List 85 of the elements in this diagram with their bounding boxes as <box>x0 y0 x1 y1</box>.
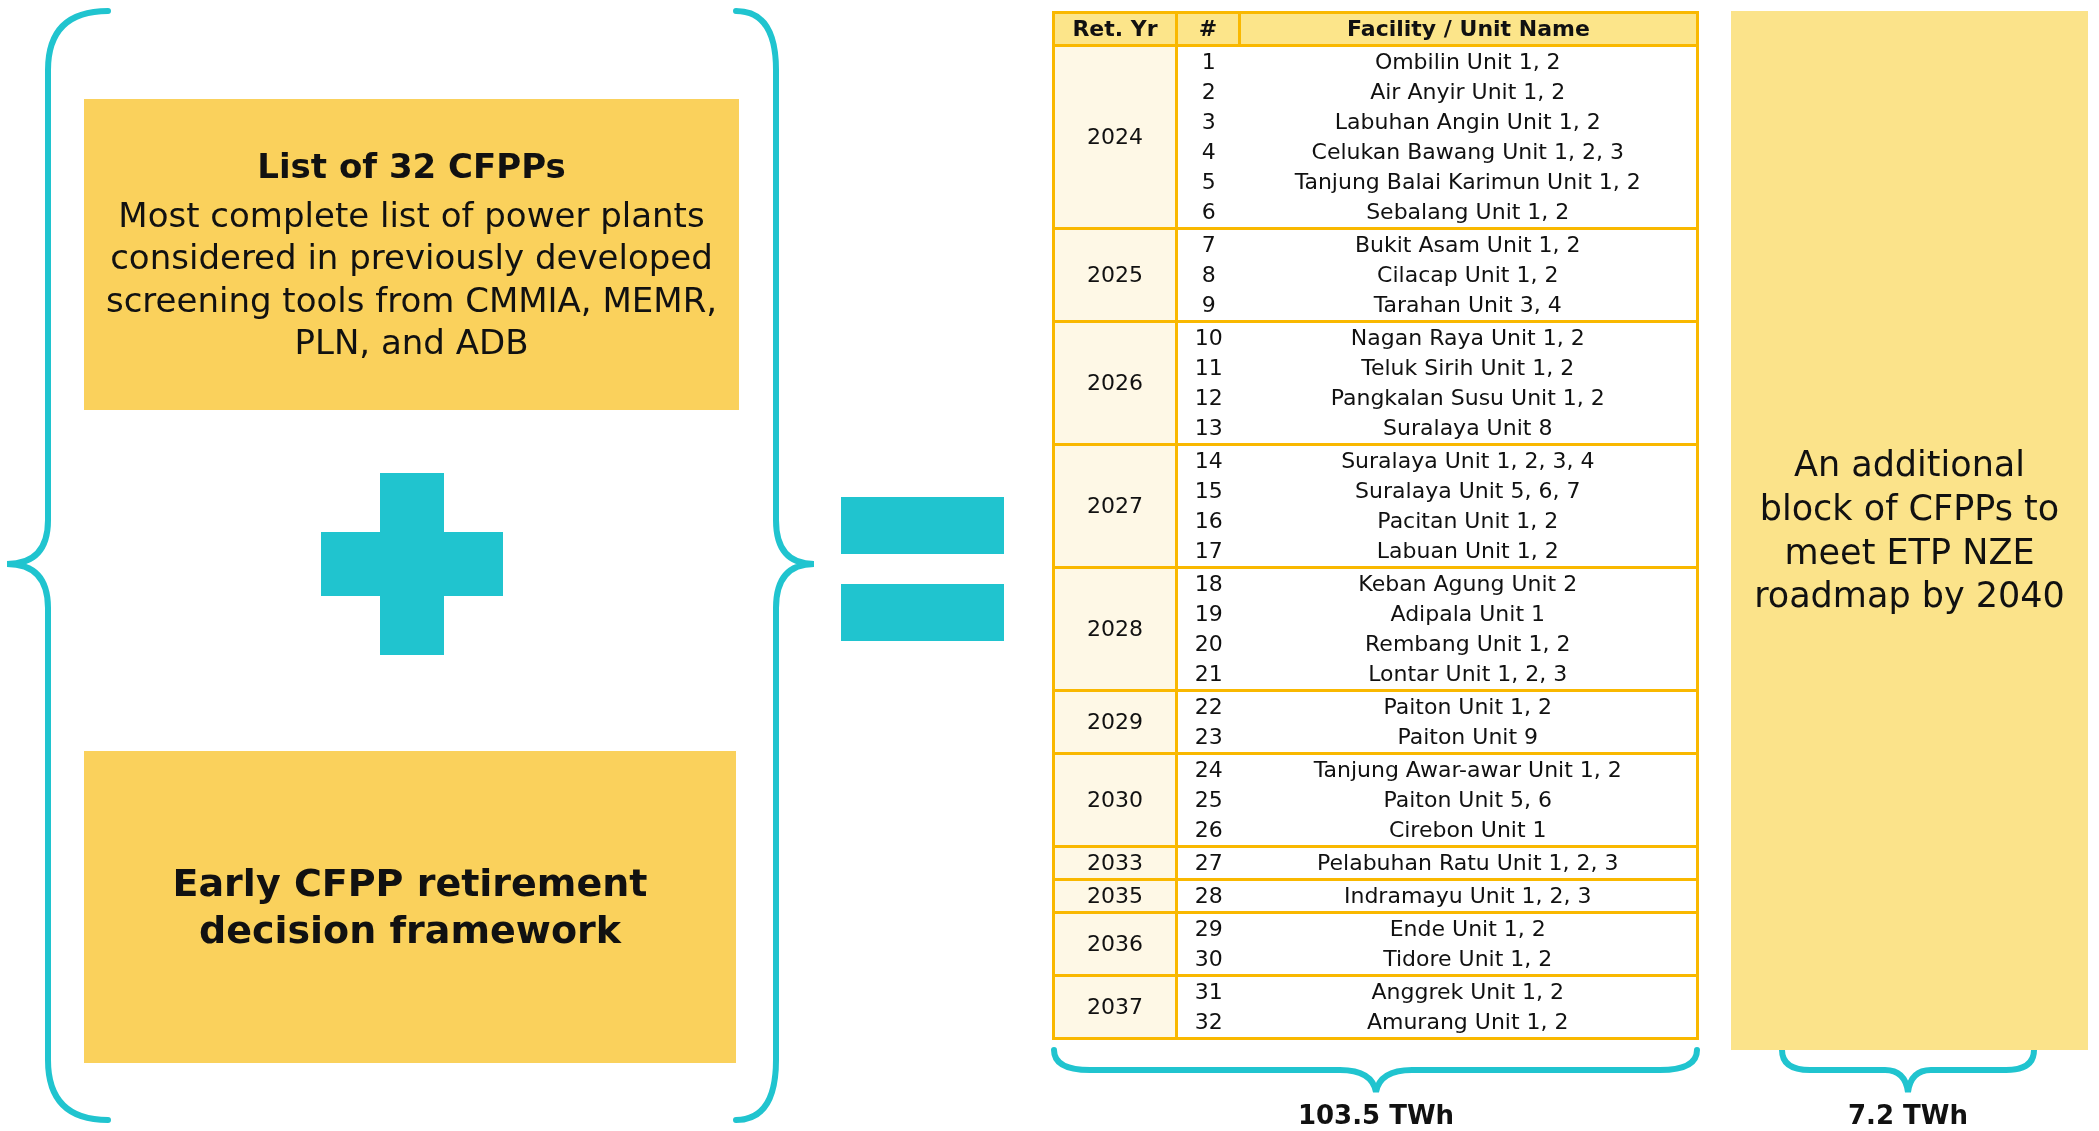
number-cell: 26 <box>1176 815 1240 847</box>
unit-name-cell: Bukit Asam Unit 1, 2 <box>1239 228 1698 260</box>
unit-name-cell: Amurang Unit 1, 2 <box>1239 1007 1698 1039</box>
unit-name-cell: Anggrek Unit 1, 2 <box>1239 975 1698 1007</box>
unit-name-cell: Tanjung Awar-awar Unit 1, 2 <box>1239 753 1698 785</box>
year-cell: 2033 <box>1053 846 1177 880</box>
unit-name-cell: Nagan Raya Unit 1, 2 <box>1239 321 1698 353</box>
number-cell: 31 <box>1176 975 1240 1007</box>
unit-name-cell: Labuhan Angin Unit 1, 2 <box>1239 107 1698 137</box>
number-cell: 16 <box>1176 506 1240 536</box>
year-cell: 2029 <box>1053 690 1177 754</box>
number-cell: 7 <box>1176 228 1240 260</box>
unit-name-cell: Paiton Unit 1, 2 <box>1239 690 1698 722</box>
year-cell: 2037 <box>1053 975 1177 1039</box>
number-cell: 5 <box>1176 167 1240 197</box>
text-box <box>84 751 736 1063</box>
unit-name-cell: Indramayu Unit 1, 2, 3 <box>1239 879 1698 913</box>
year-cell: 2026 <box>1053 321 1177 445</box>
unit-name-cell: Air Anyir Unit 1, 2 <box>1239 77 1698 107</box>
unit-name-cell: Sebalang Unit 1, 2 <box>1239 197 1698 229</box>
number-cell: 30 <box>1176 944 1240 976</box>
unit-name-cell: Tidore Unit 1, 2 <box>1239 944 1698 976</box>
unit-name-cell: Suralaya Unit 5, 6, 7 <box>1239 476 1698 506</box>
box-text: An additional block of CFPPs to meet ETP NZE roadmap by 2040 <box>1753 443 2066 618</box>
unit-name-cell: Tarahan Unit 3, 4 <box>1239 290 1698 322</box>
unit-name-cell: Suralaya Unit 8 <box>1239 413 1698 445</box>
text-box <box>1731 11 2088 1050</box>
number-cell: 11 <box>1176 353 1240 383</box>
number-cell: 19 <box>1176 599 1240 629</box>
box-text: Early CFPP retirement decision framework <box>171 859 649 954</box>
number-cell: 21 <box>1176 659 1240 691</box>
number-cell: 15 <box>1176 476 1240 506</box>
unit-name-cell: Ende Unit 1, 2 <box>1239 912 1698 944</box>
number-cell: 14 <box>1176 444 1240 476</box>
unit-name-cell: Pangkalan Susu Unit 1, 2 <box>1239 383 1698 413</box>
text-box <box>84 99 739 410</box>
header-cell: Ret. Yr <box>1053 12 1177 46</box>
box-heading: List of 32 CFPPs <box>257 145 566 188</box>
number-cell: 9 <box>1176 290 1240 322</box>
number-cell: 22 <box>1176 690 1240 722</box>
total-value: 103.5 TWh <box>1296 1100 1456 1130</box>
unit-name-cell: Pelabuhan Ratu Unit 1, 2, 3 <box>1239 846 1698 880</box>
number-cell: 17 <box>1176 536 1240 568</box>
header-cell: # <box>1176 12 1240 46</box>
number-cell: 3 <box>1176 107 1240 137</box>
number-cell: 1 <box>1176 45 1240 77</box>
number-cell: 6 <box>1176 197 1240 229</box>
number-cell: 20 <box>1176 629 1240 659</box>
unit-name-cell: Paiton Unit 9 <box>1239 722 1698 754</box>
number-cell: 4 <box>1176 137 1240 167</box>
unit-name-cell: Tanjung Balai Karimun Unit 1, 2 <box>1239 167 1698 197</box>
unit-name-cell: Pacitan Unit 1, 2 <box>1239 506 1698 536</box>
number-cell: 24 <box>1176 753 1240 785</box>
unit-name-cell: Cilacap Unit 1, 2 <box>1239 260 1698 290</box>
unit-name-cell: Rembang Unit 1, 2 <box>1239 629 1698 659</box>
unit-name-cell: Cirebon Unit 1 <box>1239 815 1698 847</box>
box-text: Most complete list of power plants considered in previously developed screening tools from CMMIA, MEMR, PLN, and ADB <box>104 193 719 364</box>
number-cell: 29 <box>1176 912 1240 944</box>
unit-name-cell: Celukan Bawang Unit 1, 2, 3 <box>1239 137 1698 167</box>
unit-name-cell: Teluk Sirih Unit 1, 2 <box>1239 353 1698 383</box>
unit-name-cell: Lontar Unit 1, 2, 3 <box>1239 659 1698 691</box>
year-cell: 2036 <box>1053 912 1177 976</box>
unit-name-cell: Labuan Unit 1, 2 <box>1239 536 1698 568</box>
year-cell: 2030 <box>1053 753 1177 847</box>
unit-name-cell: Adipala Unit 1 <box>1239 599 1698 629</box>
year-cell: 2025 <box>1053 228 1177 322</box>
number-cell: 25 <box>1176 785 1240 815</box>
number-cell: 8 <box>1176 260 1240 290</box>
year-cell: 2027 <box>1053 444 1177 568</box>
total-value: 7.2 TWh <box>1846 1100 1969 1130</box>
number-cell: 12 <box>1176 383 1240 413</box>
year-cell: 2035 <box>1053 879 1177 913</box>
header-cell: Facility / Unit Name <box>1239 12 1698 46</box>
unit-name-cell: Ombilin Unit 1, 2 <box>1239 45 1698 77</box>
number-cell: 10 <box>1176 321 1240 353</box>
unit-name-cell: Keban Agung Unit 2 <box>1239 567 1698 599</box>
number-cell: 32 <box>1176 1007 1240 1039</box>
unit-name-cell: Suralaya Unit 1, 2, 3, 4 <box>1239 444 1698 476</box>
year-cell: 2024 <box>1053 45 1177 229</box>
number-cell: 18 <box>1176 567 1240 599</box>
number-cell: 13 <box>1176 413 1240 445</box>
year-cell: 2028 <box>1053 567 1177 691</box>
number-cell: 23 <box>1176 722 1240 754</box>
number-cell: 2 <box>1176 77 1240 107</box>
unit-name-cell: Paiton Unit 5, 6 <box>1239 785 1698 815</box>
